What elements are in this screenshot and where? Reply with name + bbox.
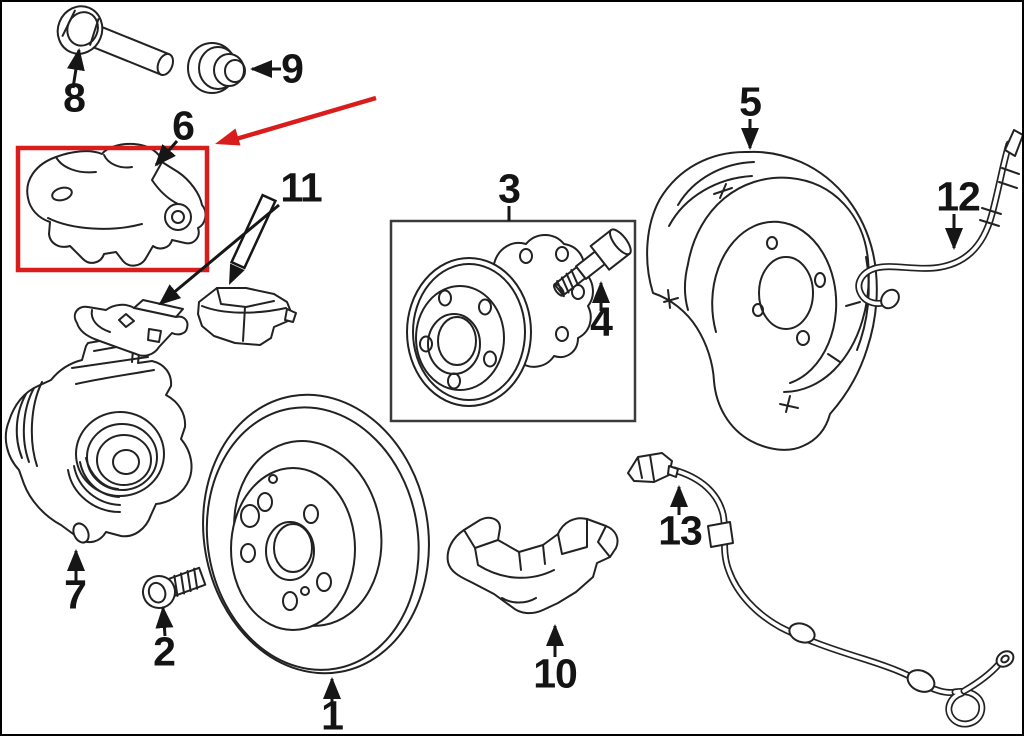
caliper-bracket-drawing (446, 516, 619, 615)
parking-brake-actuator-drawing (4, 335, 193, 544)
hub-bolt-drawing (552, 228, 632, 298)
callout-10-caliper-bracket[interactable]: 10 (533, 650, 578, 697)
callout-13-speed-sensor[interactable]: 13 (658, 507, 703, 554)
callout-1-brake-rotor[interactable]: 1 (321, 692, 344, 736)
brake-pad-inner (73, 303, 189, 357)
hub-box (389, 219, 637, 423)
speed-sensor-drawing (627, 452, 1015, 728)
brake-caliper-drawing[interactable] (26, 142, 207, 267)
brake-rotor-drawing (202, 393, 430, 675)
callout-leaders (66, 48, 963, 703)
caliper-bolt-drawing (142, 566, 207, 609)
hub-bearing-drawing (389, 219, 637, 423)
callout-6-brake-caliper[interactable]: 6 (172, 102, 195, 149)
callout-12-brake-hose[interactable]: 12 (936, 173, 981, 220)
callout-9-cap-bushing[interactable]: 9 (281, 45, 304, 92)
callout-3-hub-bearing[interactable]: 3 (498, 165, 521, 212)
callout-4-hub-bolt[interactable]: 4 (590, 298, 613, 345)
callout-5-splash-shield[interactable]: 5 (739, 78, 762, 125)
splash-shield-drawing (646, 150, 878, 451)
highlight-annotation (15, 95, 377, 273)
highlight-arrow (235, 95, 377, 142)
cap-bushing-drawing (187, 42, 246, 94)
guide-pin-bolt-drawing (56, 5, 174, 76)
callout-8-guide-pin-bolt[interactable]: 8 (63, 74, 86, 121)
callout-2-caliper-bolt[interactable]: 2 (153, 628, 176, 675)
callout-7-parking-brake-actuator[interactable]: 7 (64, 571, 87, 618)
brake-hose-drawing (855, 129, 1022, 310)
brake-pads-drawing (73, 287, 297, 357)
callout-11-brake-pads[interactable]: 11 (280, 164, 322, 211)
highlight-box (15, 145, 210, 273)
